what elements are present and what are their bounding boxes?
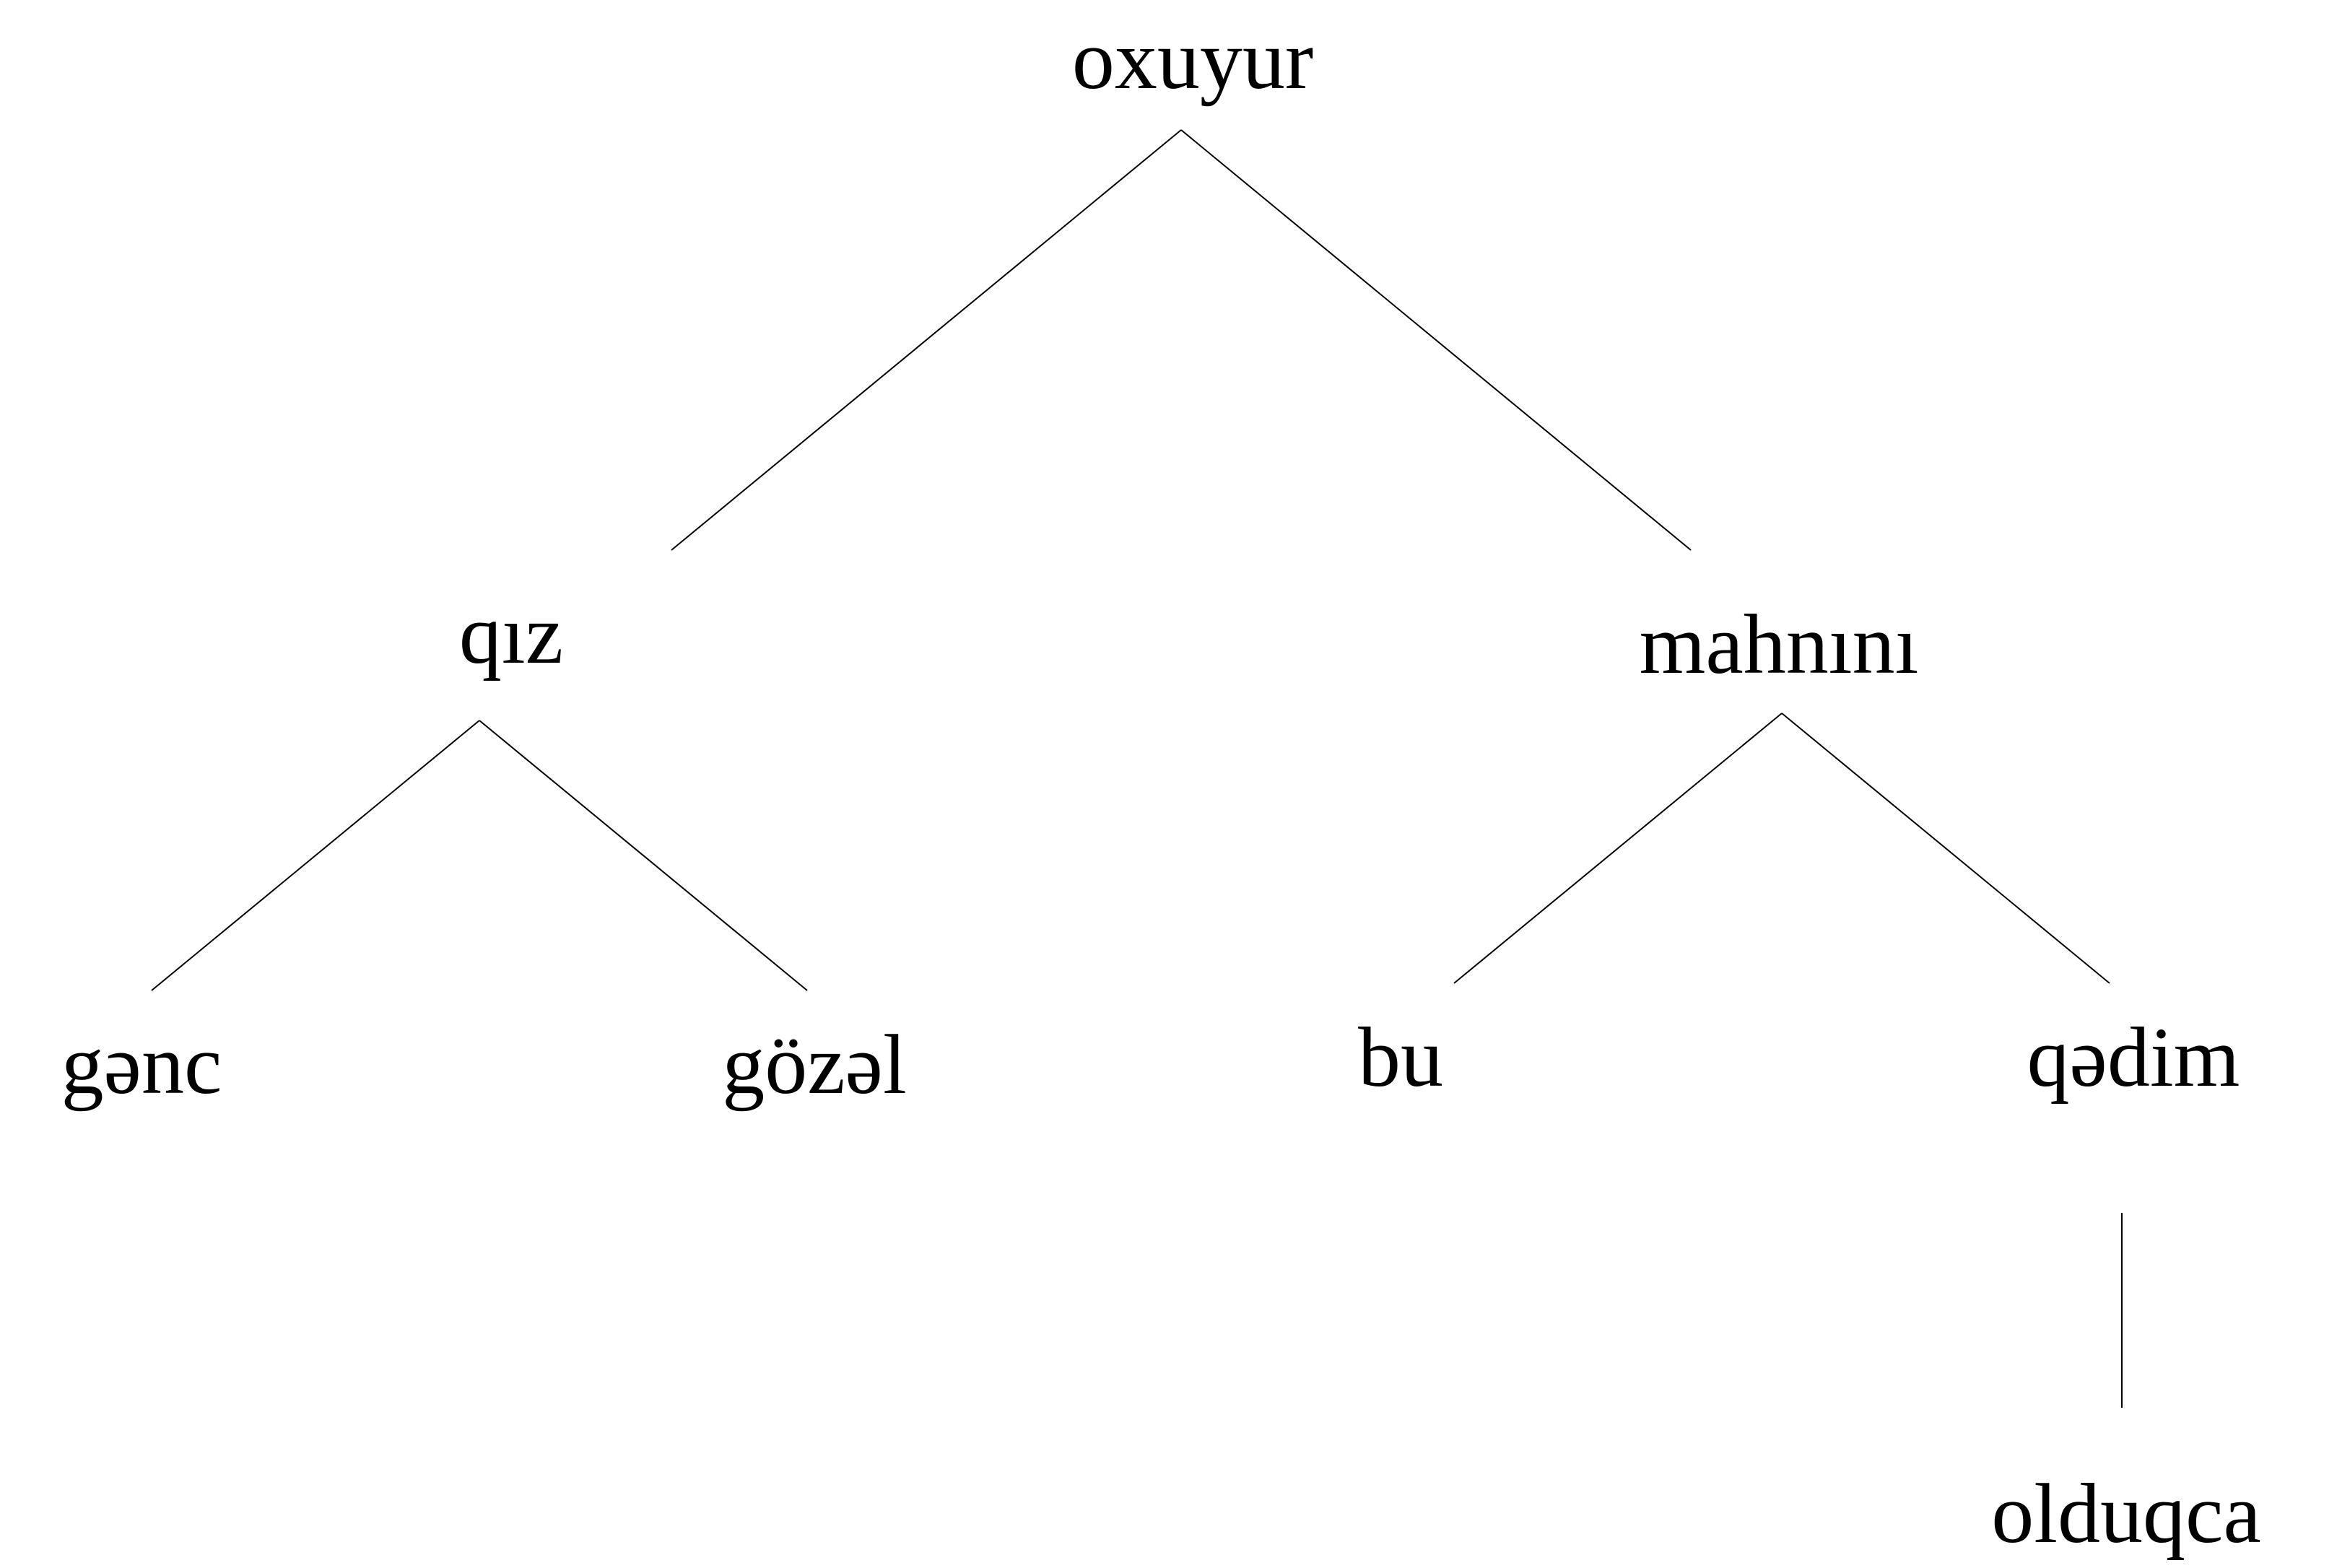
node-mahnini: mahnını [1640,597,1919,692]
edge-oxuyur-mahnini [1180,129,1692,551]
node-oxuyur: oxuyur [1072,12,1313,107]
node-bu: bu [1358,1010,1443,1105]
edge-qiz-genc [151,720,480,991]
edge-mahnini-qedim [1781,713,2110,984]
node-genc: gənc [61,1017,222,1112]
edge-mahnini-bu [1453,713,1783,984]
edge-oxuyur-qiz [671,129,1182,551]
edge-qiz-gozel [479,720,808,991]
node-olduqca: olduqca [1991,1466,2261,1561]
node-qiz: qız [459,587,563,681]
node-qedim: qədim [2027,1010,2240,1105]
node-gozel: gözəl [722,1017,907,1112]
